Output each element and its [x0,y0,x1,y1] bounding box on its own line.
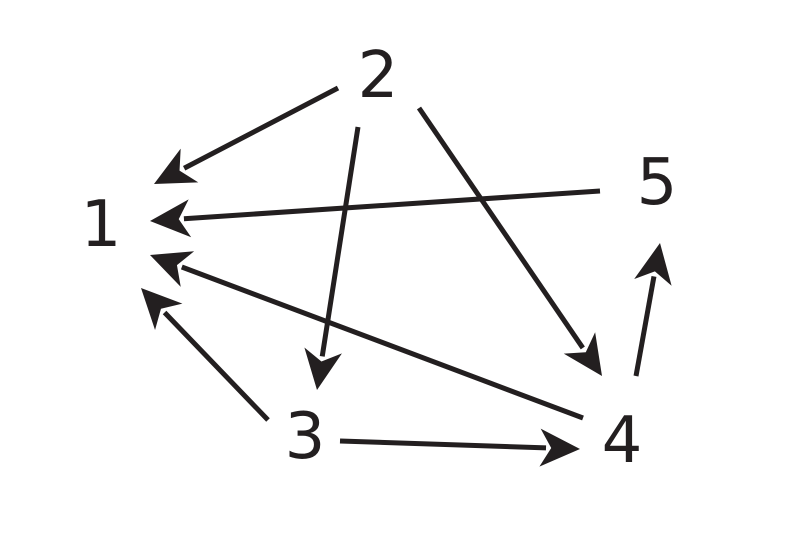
edge-4-1-arrowhead [150,251,195,287]
edge-5-1 [150,188,601,238]
edge-3-4-line [339,438,547,451]
node-5-label: 5 [637,146,678,220]
nodes: 1 2 3 4 5 [81,39,678,478]
edge-4-1-line [180,264,584,421]
edge-5-1-arrowhead [150,199,192,238]
edge-4-5 [633,243,672,377]
edge-3-1-line [162,310,270,422]
edge-4-5-arrowhead [634,243,672,286]
node-2-label: 2 [358,39,399,113]
edge-2-1-line [182,85,340,171]
edge-2-4-arrowhead [563,332,602,376]
edge-2-3-arrowhead [304,347,342,390]
node-1-label: 1 [81,188,122,262]
edge-5-1-line [183,188,601,222]
edge-2-1 [154,85,340,184]
edge-4-1 [150,251,584,421]
edge-3-1 [141,288,270,422]
edge-3-4 [339,428,580,467]
edge-2-3-line [319,126,361,357]
edges [141,85,672,467]
edge-2-4 [416,106,602,376]
edge-2-1-arrowhead [154,148,199,184]
node-4-label: 4 [602,404,643,478]
edge-4-5-line [633,276,657,377]
node-3-label: 3 [285,400,326,474]
edge-2-4-line [416,106,585,350]
edge-2-3 [304,126,361,390]
edge-3-1-arrowhead [141,288,183,330]
edge-3-4-arrowhead [539,428,580,467]
